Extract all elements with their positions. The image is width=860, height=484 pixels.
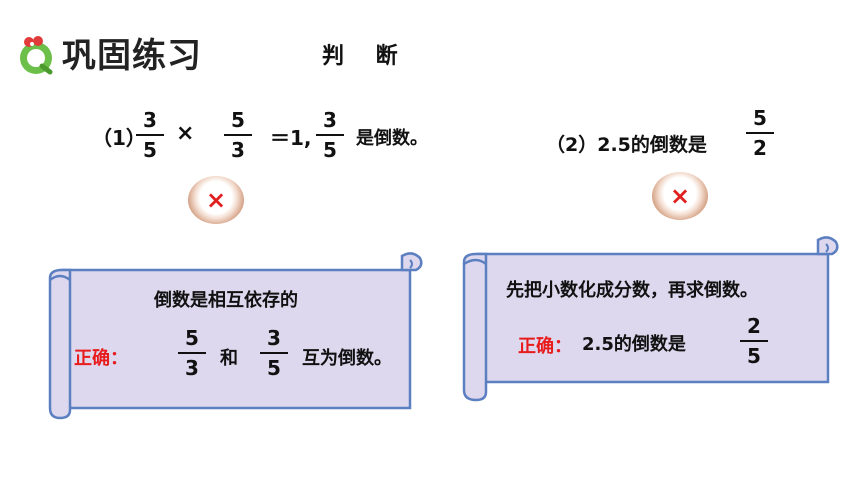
scroll1-and: 和 <box>220 348 238 369</box>
q2-frac-den: 2 <box>753 136 767 160</box>
q1-fraction-c: 3 5 <box>316 108 344 162</box>
q1-frac-c-num: 3 <box>323 108 337 132</box>
scroll2-frac-den: 5 <box>747 344 761 368</box>
scroll2-fraction: 2 5 <box>740 314 768 368</box>
scroll1-frac-a-den: 3 <box>185 356 199 380</box>
cross-icon: × <box>669 182 691 210</box>
scroll2-line1: 先把小数化成分数，再求倒数。 <box>506 280 758 301</box>
scroll1-fraction-a: 5 3 <box>178 326 206 380</box>
q1-equals: ＝1, <box>270 126 312 150</box>
scroll1-correct-label: 正确： <box>74 348 128 369</box>
q1-tail: 是倒数。 <box>356 128 428 149</box>
q1-frac-a-num: 3 <box>143 108 157 132</box>
fraction-bar <box>260 352 288 354</box>
fraction-bar <box>178 352 206 354</box>
scroll2-correct-label: 正确： <box>518 336 572 357</box>
q1-fraction-b: 5 3 <box>224 108 252 162</box>
fraction-bar <box>136 134 164 136</box>
fraction-bar <box>224 134 252 136</box>
scroll-1 <box>48 252 423 420</box>
scroll1-tail: 互为倒数。 <box>302 348 392 369</box>
q1-wrong-badge: × <box>188 176 244 224</box>
scroll1-frac-b-num: 3 <box>267 326 281 350</box>
q1-times: × <box>176 121 195 146</box>
fraction-bar <box>316 134 344 136</box>
scroll1-fraction-b: 3 5 <box>260 326 288 380</box>
fraction-bar <box>746 132 774 134</box>
scroll1-line1: 倒数是相互依存的 <box>154 290 298 311</box>
q1-frac-b-den: 3 <box>231 138 245 162</box>
q2-frac-num: 5 <box>753 106 767 130</box>
q1-frac-b-num: 5 <box>231 108 245 132</box>
q1-fraction-a: 3 5 <box>136 108 164 162</box>
q1-frac-a-den: 5 <box>143 138 157 162</box>
q1-frac-c-den: 5 <box>323 138 337 162</box>
cross-icon: × <box>205 186 227 214</box>
q2-label: （2）2.5的倒数是 <box>546 134 707 156</box>
fraction-bar <box>740 340 768 342</box>
scroll1-frac-b-den: 5 <box>267 356 281 380</box>
page-subtitle: 判 断 <box>322 44 410 69</box>
scroll2-text: 2.5的倒数是 <box>582 334 686 355</box>
page-title: 巩固练习 <box>62 36 202 76</box>
scroll-2 <box>462 236 839 402</box>
q2-wrong-badge: × <box>652 172 708 220</box>
q1-label: （1） <box>92 126 146 150</box>
scroll1-frac-a-num: 5 <box>185 326 199 350</box>
q2-fraction: 5 2 <box>746 106 774 160</box>
logo-icon <box>20 36 53 75</box>
scroll2-frac-num: 2 <box>747 314 761 338</box>
